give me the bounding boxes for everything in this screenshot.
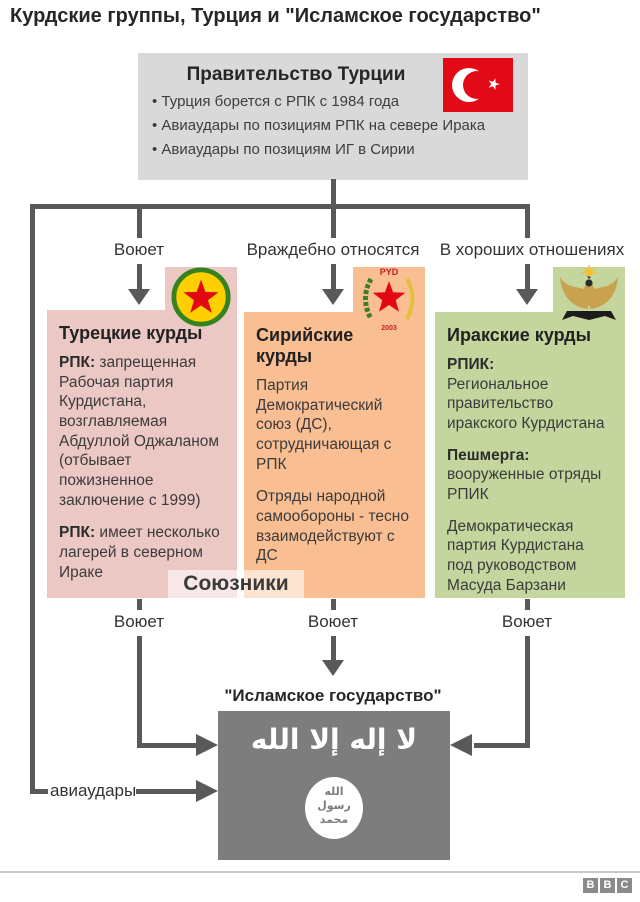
- paragraph-text: Региональное правительство иракского Кур…: [447, 375, 605, 433]
- turkey-bullet-list: Турция борется с РПК с 1984 года Авиауда…: [152, 93, 520, 165]
- turkey-government-title: Правительство Турции: [186, 64, 406, 85]
- page-title: Курдские группы, Турция и "Исламское гос…: [10, 5, 541, 27]
- fight-label-right: Воюет: [501, 612, 553, 631]
- arrow-shaft: [525, 264, 530, 291]
- turkish-kurds-title: Турецкие курды: [59, 323, 203, 343]
- turkish-kurds-paragraph: РПК: запрещенная Рабочая партия Курдиста…: [59, 353, 225, 510]
- iraqi-kurds-paragraph: РПИК: Региональное правительство иракског…: [447, 355, 613, 434]
- paragraph-lead: Пешмерга:: [447, 446, 530, 464]
- paragraph-lead: РПК:: [59, 524, 96, 542]
- bbc-logo-block: C: [617, 878, 632, 893]
- iraqi-kurds-box: Иракские курды РПИК: Региональное правите…: [435, 312, 625, 598]
- path-right-horizontal: [474, 743, 530, 748]
- seal-of-muhammad: الله رسول محمد: [305, 777, 363, 839]
- paragraph-lead: РПК:: [59, 354, 96, 371]
- connector-drop-left: [137, 204, 142, 238]
- allies-label: Союзники: [168, 570, 304, 598]
- shahada-script: لا إله إلا الله: [250, 723, 418, 756]
- arrow-down-icon: [516, 289, 538, 305]
- svg-text:2003: 2003: [381, 325, 397, 332]
- islamic-state-title: "Исламское государство": [224, 686, 442, 705]
- paragraph-text: вооруженные отряды РПИК: [447, 466, 602, 504]
- paragraph-text: имеет несколько лагерей в северном Ираке: [59, 524, 220, 581]
- seal-line: رسول: [317, 798, 351, 812]
- fight-label-middle: Воюет: [307, 612, 359, 631]
- connector-drop-middle: [331, 204, 336, 238]
- bbc-logo-block: B: [600, 878, 615, 893]
- svg-text:PYD: PYD: [380, 267, 399, 277]
- seal-line: الله: [324, 785, 344, 798]
- path-middle-shaft: [331, 636, 336, 662]
- relation-label-hostile: Враждебно относятся: [246, 240, 420, 259]
- paragraph-lead: РПИК:: [447, 356, 495, 373]
- arrow-down-icon: [128, 289, 150, 305]
- stub-line: [525, 599, 530, 610]
- stub-line: [331, 599, 336, 610]
- airstrikes-label: авиаудары: [50, 781, 137, 800]
- iraqi-kurds-paragraph: Пешмерга: вооруженные отряды РПИК: [447, 446, 613, 505]
- arrow-right-icon: [196, 734, 218, 756]
- bullet-item: Турция борется с РПК с 1984 года: [152, 93, 520, 110]
- connector-left-long-line: [30, 204, 35, 794]
- airstrikes-line-start: [30, 789, 48, 794]
- path-right-vertical: [525, 636, 530, 748]
- pkk-emblem-icon: [171, 267, 231, 327]
- seal-line: محمد: [319, 812, 349, 826]
- connector-horizontal-bar: [30, 204, 530, 209]
- path-left-horizontal: [137, 743, 196, 748]
- footer-divider: [0, 871, 640, 873]
- arrow-shaft: [331, 264, 336, 291]
- bullet-item: Авиаудары по позициям ИГ в Сирии: [152, 141, 520, 158]
- pyd-emblem-icon: PYD 2003: [363, 267, 415, 332]
- airstrikes-line-end: [136, 789, 196, 794]
- connector-turkey-stem: [331, 179, 336, 207]
- arrow-down-icon: [322, 660, 344, 676]
- syrian-kurds-box: Сирийские курды Партия Демократический с…: [244, 312, 425, 598]
- turkish-kurds-paragraph: РПК: имеет несколько лагерей в северном …: [59, 523, 225, 582]
- arrow-shaft: [137, 264, 142, 291]
- krg-eagle-emblem-icon: [560, 265, 618, 320]
- stub-line: [137, 599, 142, 610]
- relation-label-fights: Воюет: [113, 240, 165, 259]
- connector-drop-right: [525, 204, 530, 238]
- turkey-government-box: Правительство Турции ★ Турция борется с …: [138, 53, 528, 180]
- syrian-kurds-paragraph: Партия Демократический союз (ДС), сотруд…: [256, 377, 392, 473]
- bullet-item: Авиаудары по позициям РПК на севере Ирак…: [152, 117, 520, 134]
- relation-label-good: В хороших отношениях: [439, 240, 625, 259]
- arrow-left-icon: [450, 734, 472, 756]
- arrow-right-icon: [196, 780, 218, 802]
- fight-label-left: Воюет: [113, 612, 165, 631]
- arrow-down-icon: [322, 289, 344, 305]
- iraqi-kurds-title: Иракские курды: [447, 325, 591, 345]
- syrian-kurds-title: Сирийские курды: [256, 325, 354, 366]
- paragraph-text: запрещенная Рабочая партия Курдистана, в…: [59, 354, 220, 509]
- path-left-vertical: [137, 636, 142, 748]
- turkish-kurds-box: Турецкие курды РПК: запрещенная Рабочая …: [47, 310, 237, 598]
- iraqi-kurds-paragraph: Демократическая партия Курдистана под ру…: [447, 517, 584, 594]
- syrian-kurds-paragraph: Отряды народной самообороны - тесно взаи…: [256, 488, 409, 565]
- bbc-logo-block: B: [583, 878, 598, 893]
- islamic-state-flag: لا إله إلا الله الله رسول محمد: [218, 711, 450, 860]
